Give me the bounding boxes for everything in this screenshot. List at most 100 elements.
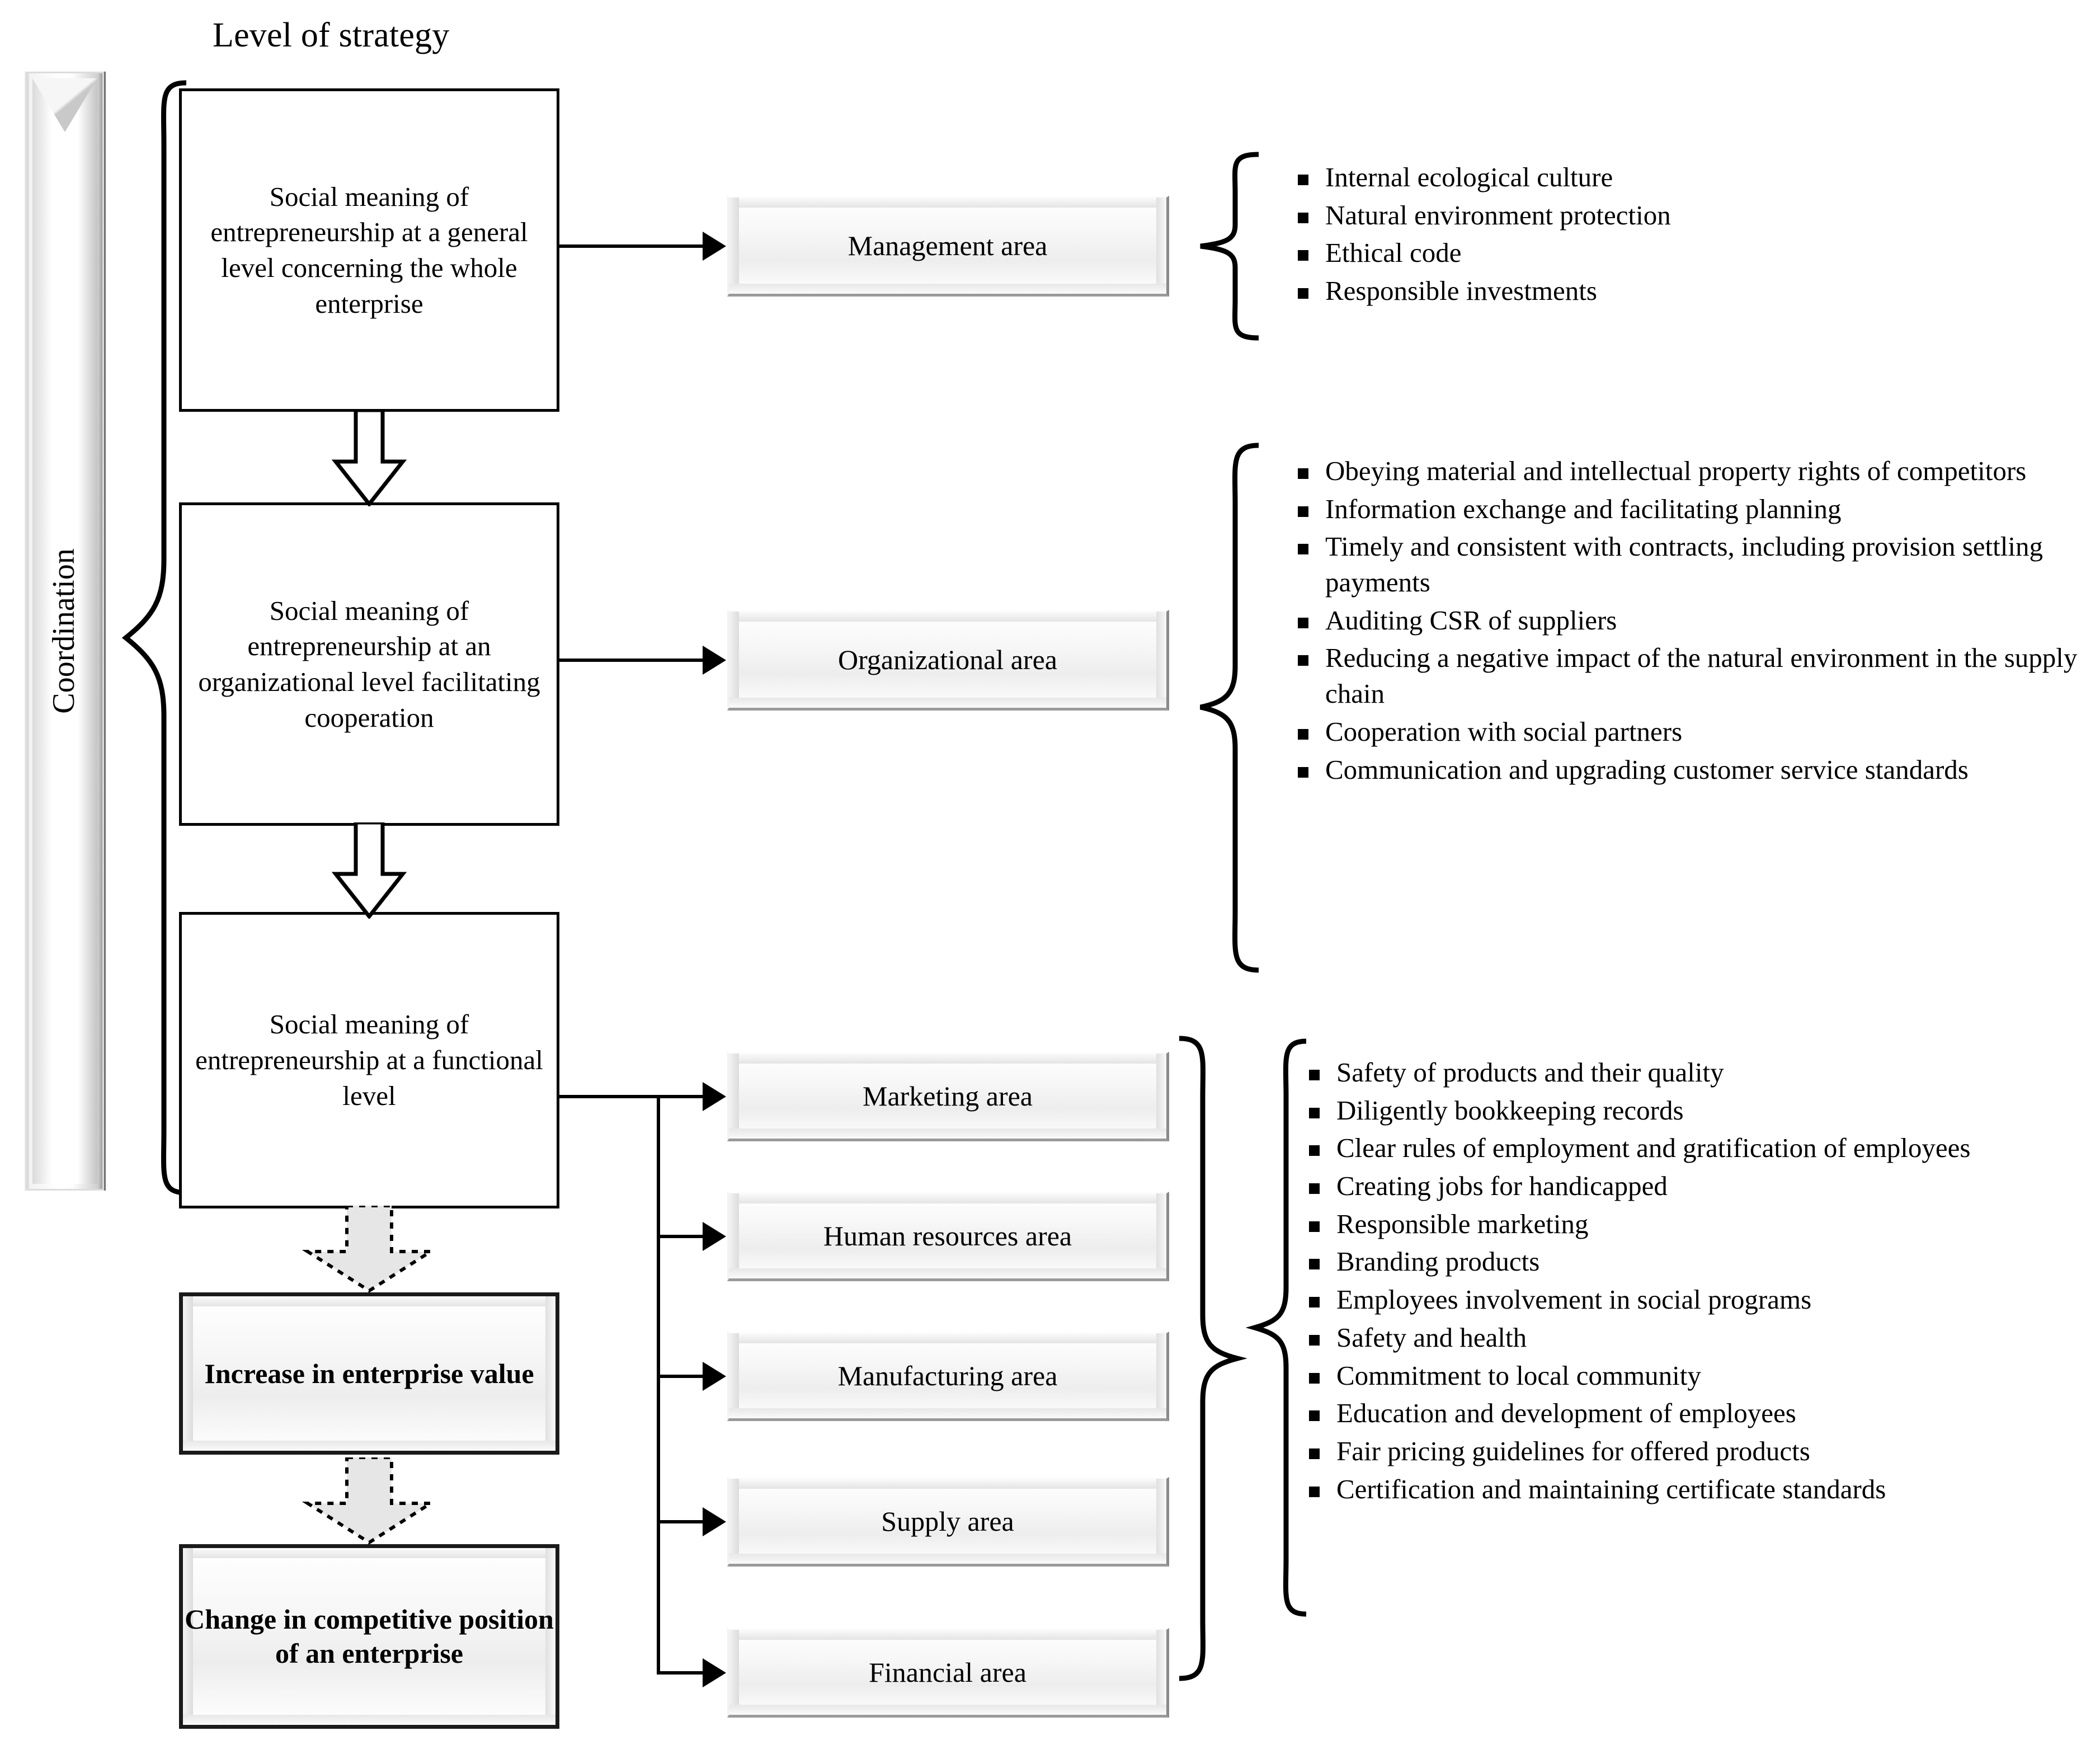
level-box-organizational-label: Social meaning of entrepreneurship at an… bbox=[198, 595, 540, 733]
hollow-arrow-general-to-organizational bbox=[331, 410, 407, 506]
list-item: Certification and maintaining certificat… bbox=[1309, 1471, 2098, 1507]
bevel-top bbox=[183, 1296, 555, 1306]
bevel-top bbox=[729, 1479, 1166, 1489]
area-box-manufacturing[interactable]: Manufacturing area bbox=[727, 1332, 1169, 1421]
result-box-change-position-label: Change in competitive position of an ent… bbox=[185, 1603, 554, 1669]
list-item-label: Employees involvement in social programs bbox=[1336, 1284, 1812, 1315]
list-item-label: Commitment to local community bbox=[1336, 1360, 1701, 1391]
list-item-label: Reducing a negative impact of the natura… bbox=[1325, 642, 2078, 709]
coordination-bar-label-wrap: Coordination bbox=[25, 72, 103, 1191]
arrowhead-human-resources bbox=[703, 1222, 726, 1251]
list-item: Cooperation with social partners bbox=[1298, 714, 2081, 750]
list-item: Fair pricing guidelines for offered prod… bbox=[1309, 1433, 2098, 1469]
coordination-brace bbox=[121, 80, 187, 1196]
bullet-list-functional: Safety of products and their quality Dil… bbox=[1309, 1055, 2098, 1509]
list-item: Education and development of employees bbox=[1309, 1395, 2098, 1431]
bevel-top bbox=[729, 1053, 1166, 1064]
bevel-bottom bbox=[729, 1705, 1166, 1715]
bevel-right bbox=[1156, 1479, 1166, 1564]
connector-functional-stem bbox=[559, 1095, 660, 1098]
list-item-label: Responsible investments bbox=[1325, 275, 1597, 307]
list-item: Information exchange and facilitating pl… bbox=[1298, 491, 2081, 527]
connector-functional-trunk bbox=[657, 1095, 660, 1675]
list-item-label: Cooperation with social partners bbox=[1325, 716, 1683, 747]
brace-organizational-bullets bbox=[1200, 443, 1259, 973]
bullet-square-icon bbox=[1298, 468, 1308, 479]
area-box-organizational-label: Organizational area bbox=[838, 644, 1057, 675]
bullet-square-icon bbox=[1309, 1334, 1320, 1346]
list-item-label: Education and development of employees bbox=[1336, 1398, 1796, 1429]
bullet-square-icon bbox=[1309, 1221, 1320, 1232]
list-item-label: Responsible marketing bbox=[1336, 1208, 1589, 1239]
bevel-bottom bbox=[729, 1128, 1166, 1139]
level-box-functional: Social meaning of entrepreneurship at a … bbox=[179, 912, 559, 1208]
connector-functional-to-financial bbox=[657, 1671, 704, 1675]
brace-functional-areas-group bbox=[1179, 1036, 1247, 1681]
bevel-left bbox=[183, 1548, 193, 1725]
bullet-square-icon bbox=[1309, 1145, 1320, 1156]
area-box-financial-label: Financial area bbox=[869, 1657, 1027, 1688]
bevel-left bbox=[729, 1333, 739, 1418]
list-item-label: Communication and upgrading customer ser… bbox=[1325, 754, 1969, 785]
list-item: Responsible marketing bbox=[1309, 1206, 2098, 1242]
bevel-top bbox=[729, 1630, 1166, 1640]
list-item-label: Natural environment protection bbox=[1325, 199, 1671, 231]
connector-organizational-to-area bbox=[559, 659, 704, 662]
list-item-label: Certification and maintaining certificat… bbox=[1336, 1473, 1886, 1504]
dotted-arrow-to-increase-value bbox=[302, 1206, 437, 1293]
bevel-bottom bbox=[729, 1268, 1166, 1278]
bullet-square-icon bbox=[1309, 1070, 1320, 1080]
bullet-square-icon bbox=[1309, 1297, 1320, 1308]
connector-functional-to-marketing bbox=[657, 1095, 704, 1098]
bevel-left bbox=[729, 197, 739, 294]
result-box-change-position: Change in competitive position of an ent… bbox=[179, 1544, 559, 1729]
area-box-human-resources-label: Human resources area bbox=[823, 1220, 1072, 1252]
bullet-square-icon bbox=[1309, 1372, 1320, 1384]
coordination-label: Coordination bbox=[46, 548, 81, 714]
bevel-bottom bbox=[729, 1408, 1166, 1418]
area-box-human-resources[interactable]: Human resources area bbox=[727, 1192, 1169, 1281]
list-item-label: Information exchange and facilitating pl… bbox=[1325, 493, 1842, 524]
bevel-left bbox=[729, 1193, 739, 1278]
hollow-arrow-organizational-to-functional bbox=[331, 822, 407, 919]
connector-functional-to-supply bbox=[657, 1520, 704, 1523]
connector-general-to-management bbox=[559, 244, 704, 248]
list-item: Auditing CSR of suppliers bbox=[1298, 603, 2081, 638]
result-box-increase-value: Increase in enterprise value bbox=[179, 1292, 559, 1455]
bevel-bottom bbox=[729, 284, 1166, 294]
bevel-right bbox=[1156, 197, 1166, 294]
bullet-square-icon bbox=[1298, 617, 1308, 628]
area-box-management[interactable]: Management area bbox=[727, 196, 1169, 297]
list-item: Communication and upgrading customer ser… bbox=[1298, 752, 2081, 788]
bevel-right bbox=[545, 1296, 555, 1451]
list-item: Natural environment protection bbox=[1298, 197, 2081, 233]
list-item: Ethical code bbox=[1298, 235, 2081, 271]
bevel-left bbox=[729, 1479, 739, 1564]
area-box-supply[interactable]: Supply area bbox=[727, 1477, 1169, 1567]
bullet-square-icon bbox=[1309, 1410, 1320, 1422]
list-item: Clear rules of employment and gratificat… bbox=[1309, 1130, 2098, 1166]
bevel-left bbox=[729, 1053, 739, 1139]
bullet-square-icon bbox=[1298, 544, 1308, 555]
area-box-organizational[interactable]: Organizational area bbox=[727, 610, 1169, 711]
bullet-square-icon bbox=[1298, 250, 1308, 261]
area-box-financial[interactable]: Financial area bbox=[727, 1628, 1169, 1718]
list-item: Reducing a negative impact of the natura… bbox=[1298, 640, 2081, 711]
list-item-label: Obeying material and intellectual proper… bbox=[1325, 455, 2027, 486]
list-item: Diligently bookkeeping records bbox=[1309, 1093, 2098, 1128]
bevel-top bbox=[729, 1193, 1166, 1203]
bevel-right bbox=[1156, 612, 1166, 708]
area-box-marketing[interactable]: Marketing area bbox=[727, 1052, 1169, 1141]
arrowhead-supply bbox=[703, 1507, 726, 1536]
arrowhead-manufacturing bbox=[703, 1362, 726, 1391]
bevel-left bbox=[183, 1296, 193, 1451]
bevel-right bbox=[1156, 1333, 1166, 1418]
bullet-square-icon bbox=[1309, 1448, 1320, 1459]
list-item-label: Diligently bookkeeping records bbox=[1336, 1094, 1684, 1126]
list-item: Branding products bbox=[1309, 1244, 2098, 1280]
list-item-label: Auditing CSR of suppliers bbox=[1325, 604, 1617, 636]
bullet-square-icon bbox=[1298, 288, 1308, 299]
list-item: Safety and health bbox=[1309, 1320, 2098, 1356]
connector-functional-to-human-resources bbox=[657, 1235, 704, 1238]
bullet-square-icon bbox=[1298, 655, 1308, 666]
